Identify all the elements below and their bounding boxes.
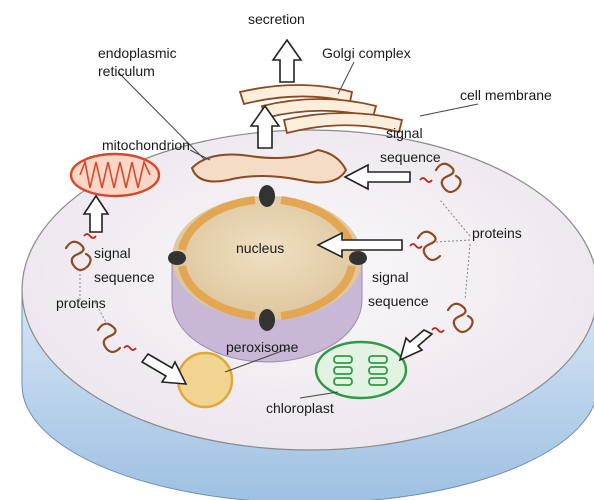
label-chloroplast: chloroplast [266,400,334,416]
golgi-complex [238,84,404,135]
label-signal-right-line2: sequence [368,293,429,309]
peroxisome [176,351,234,409]
nucleus [168,185,367,363]
nuclear-pore [349,251,367,265]
protein-blob [434,162,462,194]
leader-lines [117,61,479,399]
protein-blob [96,322,122,354]
protein-blob [64,240,92,272]
label-endoplasmic-reticulum-line1: endoplasmic [98,45,177,61]
label-cell-membrane: cell membrane [460,87,552,103]
label-proteins-right: proteins [472,225,522,241]
nuclear-pore [168,251,186,265]
mitochondrion [69,152,161,198]
label-signal-left-line1: signal [94,245,131,261]
arrow-to-chloroplast [398,329,434,362]
arrow-up-er-golgi [249,104,281,149]
endoplasmic-reticulum [190,148,348,184]
signal-sequence-tail [123,345,137,351]
label-proteins-left: proteins [56,295,106,311]
arrow-left-to-nucleus [316,231,403,259]
label-mitochondrion: mitochondrion [102,137,190,153]
label-signal-top-line2: sequence [380,149,441,165]
label-signal-top-line1: signal [386,125,423,141]
nuclear-pore [259,185,275,207]
signal-sequence-tail [409,243,423,249]
protein-blob [446,302,474,334]
label-nucleus: nucleus [236,240,284,256]
signal-sequences [83,177,445,351]
signal-sequence-tail [419,177,433,183]
label-golgi-complex: Golgi complex [322,45,411,61]
nuclear-pore [259,309,275,331]
connector-lines [79,199,471,327]
label-signal-left-line2: sequence [94,269,155,285]
signal-sequence-tail [431,327,445,333]
signal-sequence-tail [83,233,97,239]
arrow-left-to-er [343,163,411,191]
arrow-up-to-mitochondrion [82,194,110,233]
arrows [82,38,434,385]
label-endoplasmic-reticulum-line2: reticulum [98,63,155,79]
arrow-up-secretion [271,38,303,83]
label-secretion: secretion [248,11,305,27]
proteins [64,162,474,354]
protein-blob [416,230,442,262]
label-peroxisome: peroxisome [226,339,299,355]
chloroplast [314,340,408,400]
label-signal-right-line1: signal [372,269,409,285]
arrow-to-peroxisome [140,352,188,385]
